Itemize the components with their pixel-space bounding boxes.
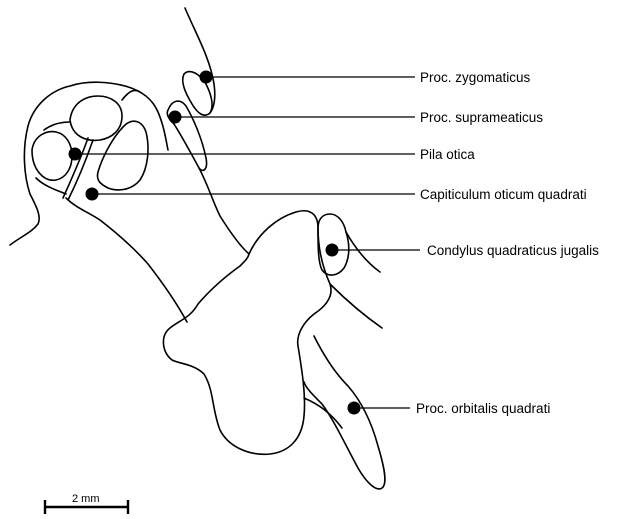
label-proc-orbitalis-quadrati: Proc. orbitalis quadrati	[416, 401, 550, 416]
shaft-right-outline	[199, 168, 249, 254]
callout-pila-otica: Pila otica	[69, 147, 476, 162]
otic-head-lower-outline	[66, 198, 187, 322]
callout-proc-suprameaticus: Proc. suprameaticus	[169, 110, 544, 125]
pila-otica-line-2	[63, 138, 88, 198]
callout-proc-orbitalis-quadrati: Proc. orbitalis quadrati	[348, 401, 551, 416]
scale-bar: 2 mm	[44, 493, 129, 514]
inner-chamber-upper	[70, 96, 122, 140]
label-pila-otica: Pila otica	[420, 147, 475, 162]
quadrate-body-outline	[163, 211, 331, 454]
label-capiticulum-oticum-quadrati: Capiticulum oticum quadrati	[420, 187, 587, 202]
proc-orbitalis-outline	[304, 336, 385, 489]
condylus-jugalis-arm-upper	[346, 232, 380, 272]
label-proc-zygomaticus: Proc. zygomaticus	[420, 70, 531, 85]
callout-proc-zygomaticus: Proc. zygomaticus	[200, 70, 531, 85]
label-proc-suprameaticus: Proc. suprameaticus	[420, 110, 543, 125]
scale-bar-label: 2 mm	[72, 493, 100, 505]
callout-condylus-quadraticus-jugalis: Condylus quadraticus jugalis	[326, 243, 600, 258]
proc-orbitalis-inner-edge	[304, 398, 342, 428]
inner-chamber-septa	[36, 90, 140, 194]
label-condylus-quadraticus-jugalis: Condylus quadraticus jugalis	[427, 243, 599, 258]
inner-chamber-right	[97, 121, 148, 190]
callout-capiticulum-oticum-quadrati: Capiticulum oticum quadrati	[86, 187, 587, 202]
condylus-jugalis-arm-lower	[330, 284, 382, 328]
inner-chamber-left	[32, 132, 72, 181]
